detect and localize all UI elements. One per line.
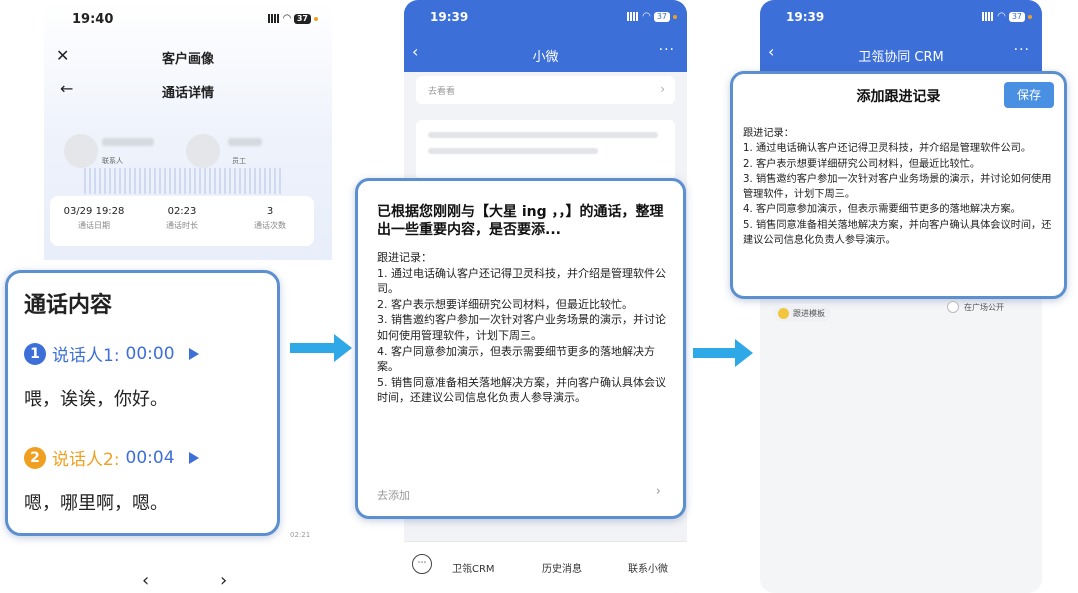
chevron-right-icon: › — [660, 82, 665, 96]
indicator-dot-icon — [1028, 14, 1032, 19]
call-content-callout: 通话内容 1 说话人1: 00:00 喂，诶诶，你好。 2 说话人2: 00:0… — [5, 270, 280, 536]
follow-up-textarea[interactable]: 跟进记录： 1. 通过电话确认客户还记得卫灵科技，并介绍是管理软件公司。 2. … — [743, 128, 1052, 247]
look-link[interactable]: 去看看 — [428, 87, 456, 97]
battery-icon: 37 — [293, 13, 311, 24]
nav-back-icon[interactable]: ‹ — [142, 570, 150, 591]
flow-arrow-icon — [693, 339, 753, 367]
tab-crm[interactable]: 卫瓴CRM — [452, 564, 495, 575]
bulb-icon — [778, 307, 789, 319]
battery-icon: 37 — [653, 11, 670, 22]
stat-label: 通话日期 — [78, 221, 110, 230]
stat-duration: 02:23 通话时长 — [138, 206, 226, 231]
utterance-text: 喂，诶诶，你好。 — [24, 389, 168, 410]
call-stats: 03/29 19:28 通话日期 02:23 通话时长 3 通话次数 — [50, 196, 314, 246]
stat-count: 3 通话次数 — [226, 206, 314, 231]
public-option[interactable]: 在广场公开 — [947, 301, 1004, 313]
indicator-dot-icon — [314, 16, 318, 21]
nav-forward-icon[interactable]: › — [220, 570, 228, 591]
crm-header: 19:39 ◠ 37 ‹ 卫瓴协同 CRM ··· — [760, 0, 1042, 72]
save-button[interactable]: 保存 — [1004, 82, 1054, 108]
keyboard-icon[interactable]: ⋯ — [412, 554, 432, 574]
bottom-tab-bar: ⋯ 卫瓴CRM 历史消息 联系小微 — [404, 541, 687, 593]
assistant-header: 19:39 ◠ 37 ‹ 小微 ··· — [404, 0, 687, 72]
contact-name-blurred — [102, 138, 154, 146]
public-option-label: 在广场公开 — [964, 302, 1004, 312]
status-time: 19:40 — [72, 12, 114, 27]
staff-name-blurred — [228, 138, 262, 146]
speaker-name: 说话人2: — [52, 450, 120, 470]
signal-icon — [268, 14, 281, 23]
back-chevron-icon[interactable]: ‹ — [412, 42, 419, 61]
wifi-icon: ◠ — [283, 13, 291, 24]
play-icon[interactable] — [188, 451, 199, 464]
status-icons: ◠ 37 — [627, 11, 677, 22]
chevron-right-icon: › — [655, 484, 661, 499]
back-arrow-icon[interactable]: ← — [60, 79, 74, 98]
stat-value: 02:23 — [167, 206, 197, 217]
radio-icon[interactable] — [947, 301, 959, 313]
contact-avatar — [64, 134, 98, 168]
back-chevron-icon[interactable]: ‹ — [768, 42, 775, 61]
speaker-number-badge: 2 — [24, 446, 46, 469]
blurred-line — [428, 132, 658, 138]
speaker-row: 1 说话人1: 00:00 — [24, 341, 199, 366]
tab-contact-assistant[interactable]: 联系小微 — [628, 564, 668, 575]
stat-value: 03/29 19:28 — [63, 206, 125, 217]
template-chip-label: 跟进模板 — [793, 308, 825, 318]
status-icons: ◠ 37 — [268, 13, 318, 24]
contact-label: 联系人 — [102, 157, 123, 165]
call-content-title: 通话内容 — [24, 293, 113, 318]
more-icon[interactable]: ··· — [658, 42, 675, 58]
more-icon[interactable]: ··· — [1013, 42, 1030, 58]
status-bar: 19:40 ◠ 37 — [44, 0, 332, 38]
battery-icon: 37 — [1008, 11, 1025, 22]
crm-title: 卫瓴协同 CRM — [858, 50, 944, 65]
status-time: 19:39 — [786, 10, 825, 24]
summary-headline: 已根据您刚刚与【大星 ing ，，】的通话，整理出一些重要内容，是否要添... — [377, 204, 664, 238]
stat-label: 通话次数 — [254, 221, 286, 230]
summary-body: 跟进记录： 1. 通过电话确认客户还记得卫灵科技，并介绍是管理软件公司。 2. … — [377, 251, 666, 405]
close-icon[interactable]: ✕ — [56, 46, 70, 65]
speaker-row: 2 说话人2: 00:04 — [24, 445, 199, 470]
tab-history[interactable]: 历史消息 — [542, 564, 582, 575]
flow-arrow-icon — [290, 334, 352, 362]
assistant-title: 小微 — [532, 50, 559, 65]
summary-suggestion-callout: 已根据您刚刚与【大星 ing ，，】的通话，整理出一些重要内容，是否要添... … — [355, 178, 686, 519]
signal-icon — [982, 12, 995, 21]
wifi-icon: ◠ — [997, 11, 1006, 22]
blurred-line — [428, 148, 598, 154]
look-card[interactable]: 去看看 › — [416, 76, 675, 104]
page-subtitle: 通话详情 — [161, 86, 214, 101]
speaker-time: 00:04 — [125, 447, 175, 468]
dialog-title: 添加跟进记录 — [856, 89, 941, 105]
stat-date: 03/29 19:28 通话日期 — [50, 206, 138, 231]
speaker-number-badge: 1 — [24, 342, 46, 365]
staff-label: 员工 — [232, 157, 246, 165]
audio-waveform — [84, 168, 284, 194]
signal-icon — [627, 12, 640, 21]
blurred-message-card — [416, 120, 675, 180]
speaker-name: 说话人1: — [52, 346, 120, 366]
page-title: 客户画像 — [161, 52, 214, 67]
status-time: 19:39 — [430, 10, 469, 24]
add-link[interactable]: 去添加 — [377, 489, 410, 502]
play-icon[interactable] — [188, 347, 199, 360]
stat-label: 通话时长 — [166, 221, 198, 230]
add-follow-up-callout: 添加跟进记录 保存 跟进记录： 1. 通过电话确认客户还记得卫灵科技，并介绍是管… — [730, 71, 1067, 299]
stat-value: 3 — [266, 206, 274, 217]
speaker-time: 00:00 — [125, 343, 175, 364]
utterance-text: 嗯，哪里啊，嗯。 — [24, 493, 168, 514]
wifi-icon: ◠ — [642, 11, 651, 22]
status-icons: ◠ 37 — [982, 11, 1032, 22]
staff-avatar — [186, 134, 220, 168]
audio-time: 02:21 — [290, 531, 311, 539]
template-chip[interactable]: 跟进模板 — [774, 304, 831, 322]
indicator-dot-icon — [673, 14, 677, 19]
